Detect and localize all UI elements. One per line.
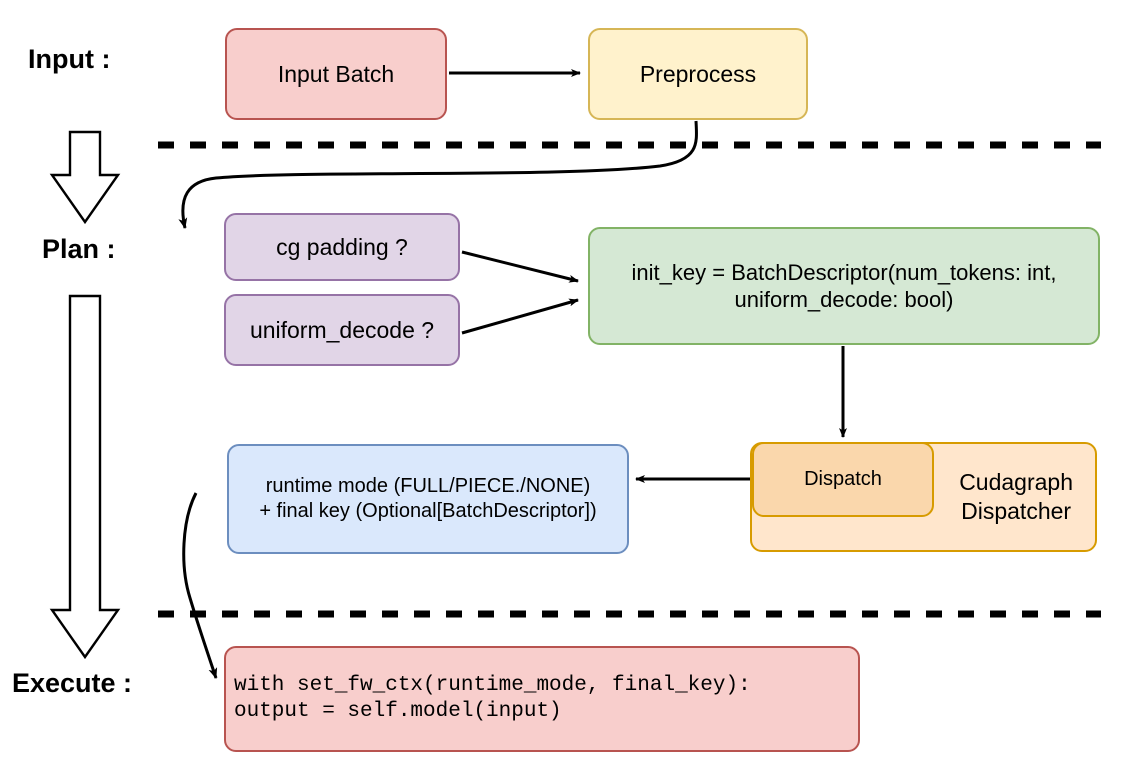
node-uniform-decode[interactable]: uniform_decode ? [224, 294, 460, 366]
node-cg-padding[interactable]: cg padding ? [224, 213, 460, 281]
connector-uniform-decode-to-init-key [461, 298, 579, 335]
node-dispatch[interactable]: Dispatch [752, 442, 934, 517]
stage-label-input: Input : [28, 44, 111, 74]
node-execute-code[interactable]: with set_fw_ctx(runtime_mode, final_key)… [224, 646, 860, 752]
node-preprocess[interactable]: Preprocess [588, 28, 808, 120]
stage-label-execute: Execute : [12, 668, 133, 698]
input-to-plan-block-arrow [49, 130, 121, 225]
connector-cg-padding-to-init-key [461, 250, 579, 283]
node-init-key[interactable]: init_key = BatchDescriptor(num_tokens: i… [588, 227, 1100, 345]
connector-preprocess-to-cg-padding [178, 120, 698, 229]
plan-to-execute-block-arrow [49, 294, 121, 660]
stage-label-plan: Plan : [42, 234, 116, 264]
connector-runtime-mode-to-execute-code [182, 492, 218, 679]
node-runtime-mode[interactable]: runtime mode (FULL/PIECE./NONE) + final … [227, 444, 629, 554]
node-input-batch[interactable]: Input Batch [225, 28, 447, 120]
